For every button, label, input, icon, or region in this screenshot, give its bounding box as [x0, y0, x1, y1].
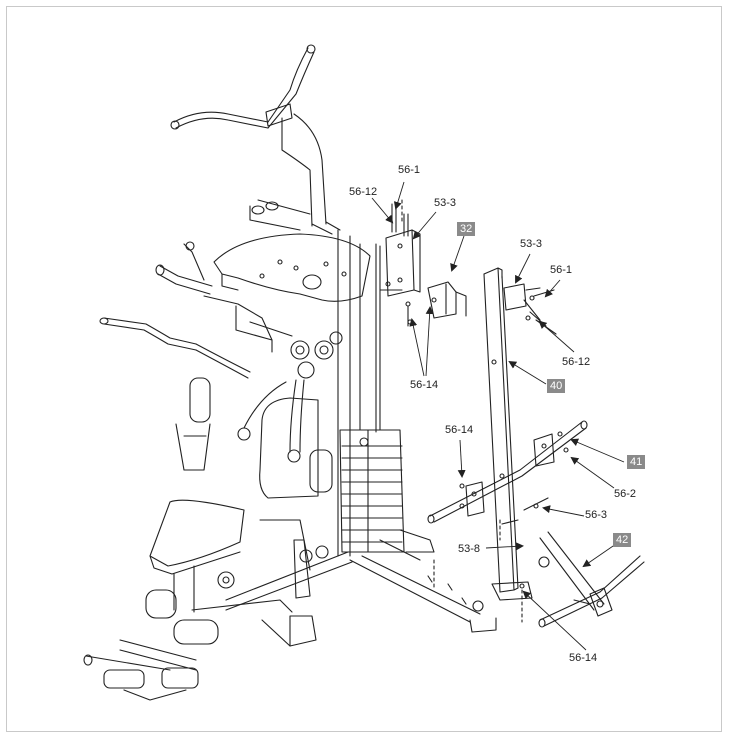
- callout-40: 40: [547, 379, 566, 393]
- leader-56-3: [542, 505, 585, 517]
- fasteners: [385, 281, 569, 589]
- callout-53-3-right: 53-3: [520, 238, 543, 250]
- callout-56-2: 56-2: [614, 488, 637, 500]
- leader-40: [508, 360, 547, 385]
- leader-41: [570, 438, 625, 463]
- leader-56-14-mid: [457, 439, 466, 478]
- callout-56-1-left: 56-1: [398, 164, 421, 176]
- part-32-bracket: [379, 203, 467, 327]
- leader-56-12-left: [371, 197, 394, 224]
- callout-41: 41: [627, 455, 646, 469]
- callout-56-1-right: 56-1: [550, 264, 573, 276]
- diagram-frame: [6, 6, 722, 732]
- leader-53-3-right: [515, 253, 531, 284]
- arm-pad: [175, 377, 211, 471]
- leader-56-12-right: [538, 320, 575, 353]
- part-42-lower-bar: [538, 531, 645, 628]
- main-tower: [249, 113, 341, 235]
- backrest: [259, 397, 333, 499]
- callout-53-8: 53-8: [458, 543, 481, 555]
- leader-42: [582, 543, 617, 568]
- leader-32: [450, 235, 465, 272]
- seat-and-base: [83, 499, 353, 701]
- leader-56-2: [570, 456, 615, 489]
- leader-56-14-bottom: [522, 590, 587, 651]
- callout-56-12-left: 56-12: [349, 186, 378, 198]
- callout-32: 32: [457, 222, 476, 236]
- floor-rail: [349, 539, 497, 633]
- part-40-upright: [483, 267, 547, 601]
- leader-56-1-left: [393, 181, 405, 210]
- callout-56-14-bottom: 56-14: [569, 652, 598, 664]
- part-41-crossbar: [427, 420, 588, 524]
- leader-56-14-top-b: [409, 318, 425, 377]
- callout-56-3: 56-3: [585, 509, 608, 521]
- leader-53-8: [485, 542, 524, 551]
- shroud: [213, 233, 371, 302]
- callout-56-14-top: 56-14: [410, 379, 439, 391]
- callout-56-12-right: 56-12: [562, 356, 591, 368]
- pulleys: [237, 331, 343, 463]
- leader-56-14-top-a: [425, 306, 434, 377]
- callout-56-14-mid: 56-14: [445, 424, 474, 436]
- press-arms: [99, 241, 293, 379]
- lat-bar: [170, 44, 316, 130]
- alignment-lines: [401, 199, 523, 623]
- leader-56-1-right: [544, 279, 561, 298]
- leader-53-3-left: [412, 211, 437, 240]
- callout-42: 42: [613, 533, 632, 547]
- callout-53-3-left: 53-3: [434, 197, 457, 209]
